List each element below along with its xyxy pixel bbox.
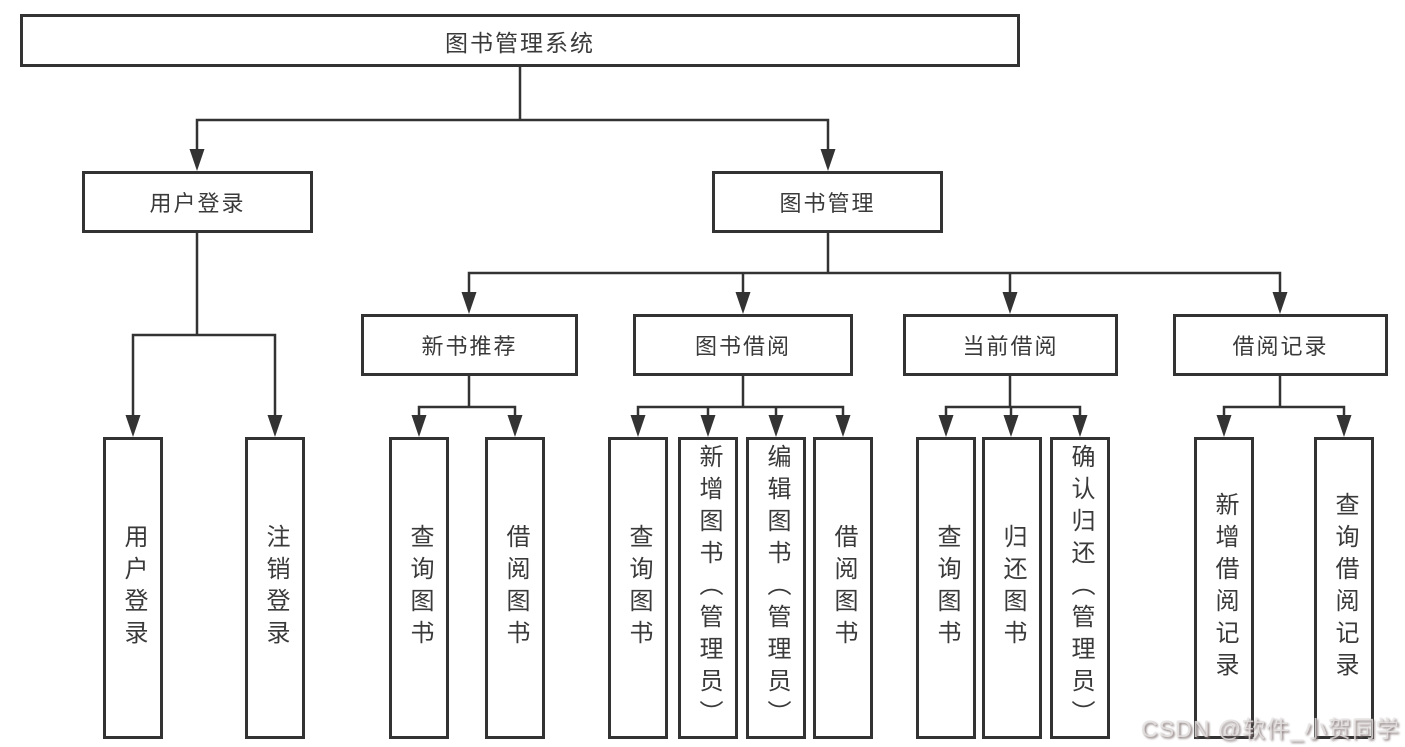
leaf-user-login: 用户登录	[103, 437, 163, 739]
node-user-login: 用户登录	[82, 171, 313, 233]
leaf-borrow-books-recommend: 借阅图书	[485, 437, 545, 739]
node-borrow-records: 借阅记录	[1173, 314, 1388, 376]
leaf-return-book: 归还图书	[982, 437, 1042, 739]
leaf-add-borrow-record: 新增借阅记录	[1194, 437, 1254, 739]
leaf-add-borrow-record-label: 新增借阅记录	[1211, 492, 1238, 684]
arrowheads	[125, 149, 1352, 437]
leaf-query-books-recommend: 查询图书	[389, 437, 449, 739]
leaf-confirm-return-admin: 确认归还（管理员）	[1050, 437, 1110, 739]
leaf-add-book-admin: 新增图书（管理员）	[678, 437, 738, 739]
leaf-query-books-recommend-label: 查询图书	[406, 524, 433, 652]
leaf-edit-book-admin-label: 编辑图书（管理员）	[763, 444, 790, 732]
node-book-borrow: 图书借阅	[633, 314, 853, 376]
node-user-login-label: 用户登录	[149, 191, 246, 216]
watermark: CSDN @软件_小贺同学	[1141, 716, 1400, 742]
leaf-query-borrow-record: 查询借阅记录	[1314, 437, 1374, 739]
leaf-borrow-books-recommend-label: 借阅图书	[502, 524, 529, 652]
node-new-book-recommend: 新书推荐	[361, 314, 578, 376]
leaf-add-book-admin-label: 新增图书（管理员）	[695, 444, 722, 732]
leaf-query-books-current: 查询图书	[916, 437, 976, 739]
node-root-label: 图书管理系统	[445, 29, 595, 56]
leaf-return-book-label: 归还图书	[999, 524, 1026, 652]
leaf-logout: 注销登录	[245, 437, 305, 739]
leaf-confirm-return-admin-label: 确认归还（管理员）	[1067, 444, 1094, 732]
leaf-query-books-borrow: 查询图书	[608, 437, 668, 739]
node-new-book-recommend-label: 新书推荐	[421, 334, 518, 359]
leaf-query-books-current-label: 查询图书	[933, 524, 960, 652]
node-current-borrow: 当前借阅	[903, 314, 1118, 376]
node-book-management: 图书管理	[712, 171, 943, 233]
leaf-query-books-borrow-label: 查询图书	[625, 524, 652, 652]
node-book-borrow-label: 图书借阅	[694, 334, 791, 359]
node-current-borrow-label: 当前借阅	[962, 334, 1059, 359]
node-borrow-records-label: 借阅记录	[1232, 334, 1329, 359]
leaf-borrow-books-label: 借阅图书	[830, 524, 857, 652]
leaf-user-login-label: 用户登录	[120, 524, 147, 652]
leaf-query-borrow-record-label: 查询借阅记录	[1331, 492, 1358, 684]
node-book-management-label: 图书管理	[779, 191, 876, 216]
node-root: 图书管理系统	[20, 14, 1020, 67]
leaf-borrow-books: 借阅图书	[813, 437, 873, 739]
leaf-edit-book-admin: 编辑图书（管理员）	[746, 437, 806, 739]
leaf-logout-label: 注销登录	[262, 524, 289, 652]
